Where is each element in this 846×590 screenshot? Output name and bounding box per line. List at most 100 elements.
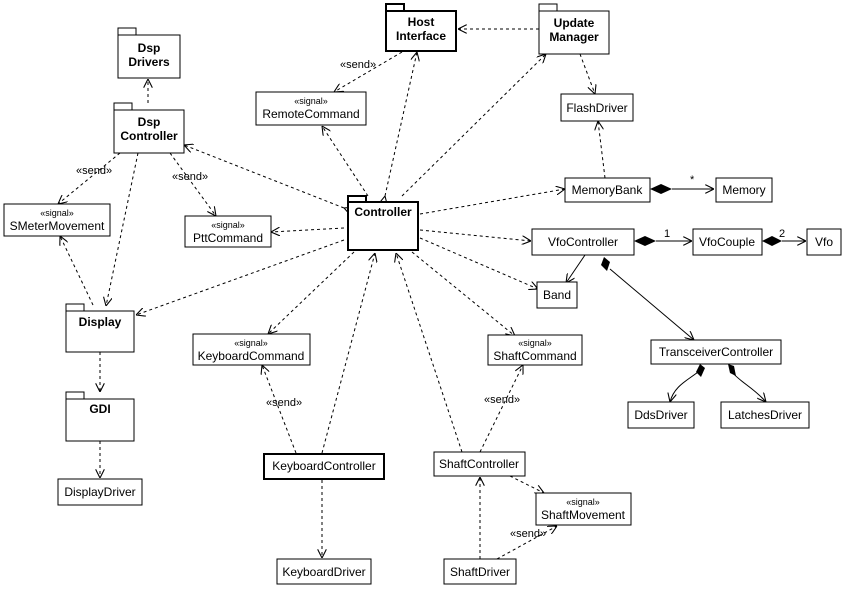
class-label: Vfo <box>815 235 833 249</box>
diamond-vfocouple <box>762 236 782 246</box>
class-vfo[interactable]: Vfo <box>806 228 842 256</box>
edge-transceivercontroller-latchesdriver <box>731 371 766 402</box>
class-label: RemoteCommand <box>262 107 359 121</box>
package-label: Display <box>79 315 122 329</box>
edge-labels: «send» «send» «send» «send» «send» «send… <box>76 59 785 540</box>
package-label: Interface <box>396 29 446 43</box>
edge-keyboardcontroller-keyboardcommand <box>262 365 297 454</box>
label-send-shaftmovement: «send» <box>510 528 546 540</box>
edge-controller-shaftcommand <box>411 251 515 336</box>
class-shaft-driver[interactable]: ShaftDriver <box>443 558 517 585</box>
package-label: Update <box>554 16 595 30</box>
class-label: KeyboardDriver <box>282 565 365 579</box>
multiplicity-vfocouple: 1 <box>664 228 670 240</box>
class-label: VfoCouple <box>699 235 755 249</box>
edge-controller-updatemanager <box>401 54 546 197</box>
class-keyboard-command[interactable]: «signal» KeyboardCommand <box>192 333 311 366</box>
class-latches-driver[interactable]: LatchesDriver <box>720 401 810 429</box>
class-vfo-couple[interactable]: VfoCouple <box>692 228 763 256</box>
edge-display-smetermovement <box>60 236 94 306</box>
multiplicity-vfo: 2 <box>779 228 785 240</box>
edge-controller-keyboardcommand <box>268 251 355 334</box>
class-band[interactable]: Band <box>536 281 578 309</box>
class-memory[interactable]: Memory <box>715 177 773 203</box>
class-label: VfoController <box>548 235 618 249</box>
package-controller[interactable]: Controller <box>347 195 419 251</box>
class-label: ShaftController <box>439 457 519 471</box>
edge-keyboardcontroller-controller <box>321 253 375 454</box>
class-transceiver-controller[interactable]: TransceiverController <box>650 339 782 365</box>
edges <box>58 29 806 560</box>
package-label: Controller <box>120 129 178 143</box>
class-label: LatchesDriver <box>728 408 802 422</box>
composition-diamonds <box>601 184 782 377</box>
multiplicity-memory: * <box>690 174 695 186</box>
class-shaft-command[interactable]: «signal» ShaftCommand <box>487 334 583 366</box>
label-send-shaftcommand: «send» <box>484 394 520 406</box>
package-label: Manager <box>549 30 599 44</box>
package-dsp-drivers[interactable]: Dsp Drivers <box>117 27 181 79</box>
class-keyboard-controller[interactable]: KeyboardController <box>263 453 385 480</box>
edge-memorybank-flashdriver <box>598 121 606 179</box>
edge-controller-hostinterface <box>385 52 417 196</box>
package-host-interface[interactable]: Host Interface <box>385 3 457 52</box>
package-gdi[interactable]: GDI <box>65 391 135 442</box>
package-label: Controller <box>354 205 412 219</box>
diamond-vfocontroller <box>634 236 656 246</box>
edge-controller-vfocontroller <box>419 229 531 241</box>
class-label: TransceiverController <box>659 345 773 359</box>
class-vfo-controller[interactable]: VfoController <box>531 228 635 256</box>
edge-controller-display <box>136 239 345 315</box>
class-label: ShaftMovement <box>541 508 626 522</box>
stereotype-label: «signal» <box>566 497 600 507</box>
class-label: KeyboardController <box>272 459 375 473</box>
label-send-hostinterface: «send» <box>340 59 376 71</box>
edge-shaftcontroller-shaftmovement <box>509 475 544 493</box>
diamond-memorybank <box>650 184 672 194</box>
class-flash-driver[interactable]: FlashDriver <box>560 93 634 122</box>
edge-controller-dspcontroller <box>184 145 344 208</box>
edge-controller-pttcommand <box>271 228 345 232</box>
class-remote-command[interactable]: «signal» RemoteCommand <box>255 91 367 126</box>
edge-dspcontroller-smetermovement <box>58 152 121 204</box>
class-label: ShaftCommand <box>493 349 576 363</box>
edge-updatemanager-flashdriver <box>579 53 595 94</box>
class-label: KeyboardCommand <box>198 349 305 363</box>
edge-hostinterface-remotecommand <box>334 51 403 92</box>
stereotype-label: «signal» <box>40 208 74 218</box>
class-label: DisplayDriver <box>64 485 135 499</box>
class-smeter-movement[interactable]: «signal» SMeterMovement <box>3 203 111 237</box>
package-label: Dsp <box>138 115 161 129</box>
class-ptt-command[interactable]: «signal» PttCommand <box>184 215 272 248</box>
class-keyboard-driver[interactable]: KeyboardDriver <box>276 558 372 585</box>
stereotype-label: «signal» <box>234 338 268 348</box>
edge-vfocontroller-band <box>566 254 586 283</box>
diamond-vfocontroller-down <box>601 257 610 271</box>
package-display[interactable]: Display <box>65 303 135 353</box>
diamond-transceiver-right <box>728 364 736 376</box>
stereotype-label: «signal» <box>518 338 552 348</box>
package-label: Dsp <box>138 41 161 55</box>
edge-controller-band <box>419 237 538 289</box>
edge-controller-remotecommand <box>322 126 369 197</box>
label-send-keyboard: «send» <box>266 397 302 409</box>
stereotype-label: «signal» <box>294 96 328 106</box>
diamond-transceiver-left <box>696 364 705 377</box>
label-send-smeter: «send» <box>76 165 112 177</box>
package-update-manager[interactable]: Update Manager <box>538 3 610 55</box>
class-label: FlashDriver <box>566 101 627 115</box>
class-shaft-controller[interactable]: ShaftController <box>433 451 526 477</box>
package-dsp-controller[interactable]: Dsp Controller <box>113 102 185 154</box>
package-label: GDI <box>89 402 110 416</box>
class-label: SMeterMovement <box>10 219 105 233</box>
class-dds-driver[interactable]: DdsDriver <box>627 401 695 429</box>
edge-dspcontroller-pttcommand <box>169 152 216 216</box>
class-label: Memory <box>722 183 765 197</box>
class-shaft-movement[interactable]: «signal» ShaftMovement <box>535 492 632 526</box>
label-send-ptt: «send» <box>172 171 208 183</box>
edge-shaftcontroller-controller <box>396 253 463 453</box>
class-label: PttCommand <box>193 231 263 245</box>
class-memory-bank[interactable]: MemoryBank <box>564 177 651 203</box>
class-display-driver[interactable]: DisplayDriver <box>57 478 143 506</box>
